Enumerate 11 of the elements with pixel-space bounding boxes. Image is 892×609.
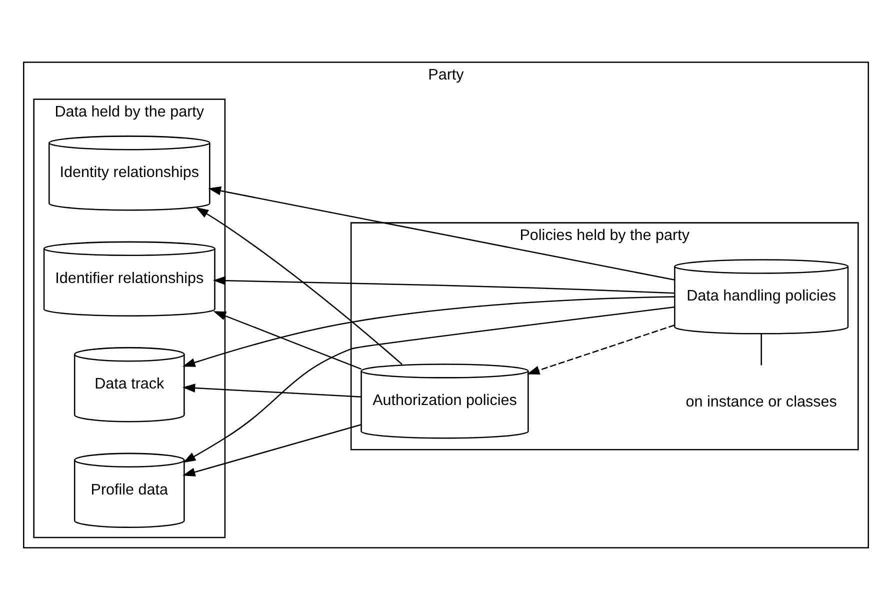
arrow (212, 276, 674, 294)
arrow (208, 186, 675, 280)
arrow (182, 296, 674, 366)
arrow (213, 310, 362, 370)
arrow (182, 306, 674, 462)
arrow (182, 383, 362, 397)
arrow (526, 324, 675, 374)
arrow (196, 206, 402, 364)
connector (760, 333, 762, 365)
arrow (182, 424, 362, 476)
node-text: on instance or classes (686, 392, 837, 410)
